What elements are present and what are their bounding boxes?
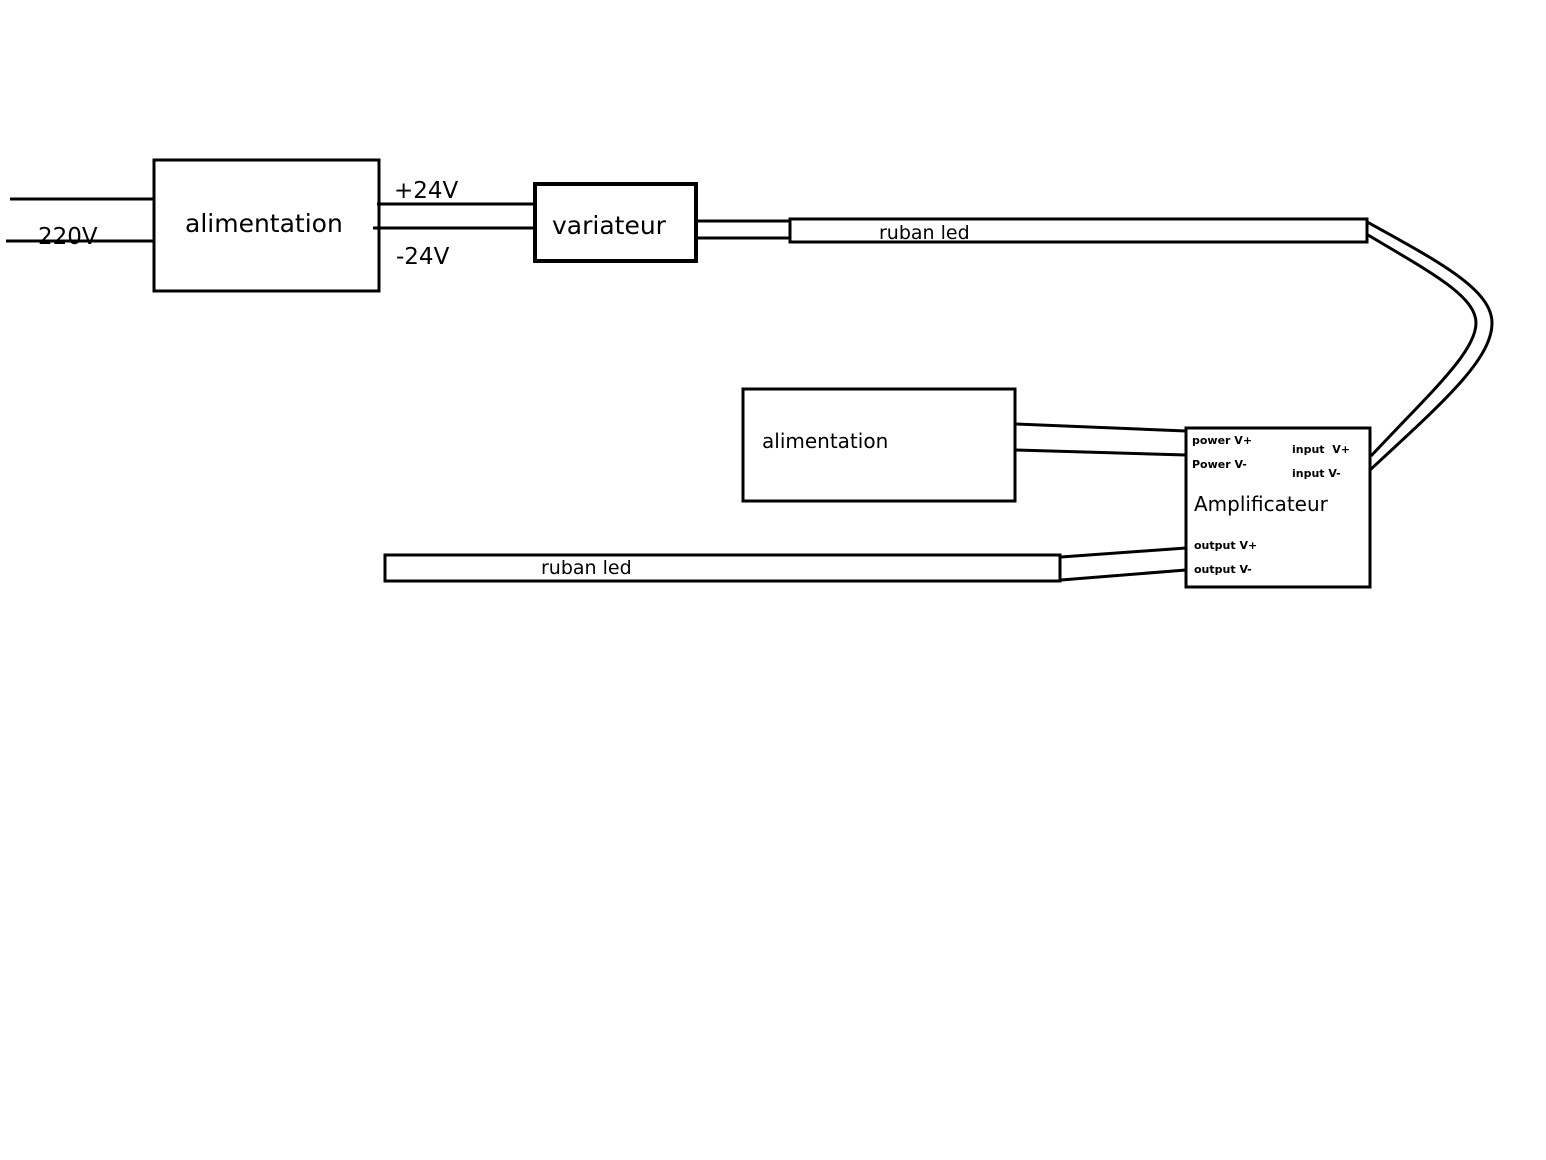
amplifier-output-minus: output V-	[1194, 563, 1252, 576]
led-strip-2-label: ruban led	[541, 557, 632, 579]
psu-1-plus-label: +24V	[394, 178, 459, 204]
curve-wire-outer	[1366, 220, 1494, 472]
psu-1-box	[152, 158, 381, 293]
amplifier-label: Amplificateur	[1194, 492, 1329, 516]
psu-1-output-wires	[373, 202, 534, 230]
psu-1-minus-label: -24V	[396, 244, 450, 270]
amplifier-power-plus: power V+	[1192, 434, 1252, 447]
amplifier-power-minus: Power V-	[1192, 458, 1247, 471]
amplifier-box	[1184, 426, 1372, 589]
dimmer-output-wires	[696, 219, 791, 240]
psu-2-wire-minus	[1014, 448, 1187, 457]
amp-wire-minus	[1060, 568, 1187, 582]
amplifier-input-minus: input V-	[1292, 467, 1341, 480]
amplifier-output-plus: output V+	[1194, 539, 1257, 552]
led-strip-1-label: ruban led	[879, 222, 970, 244]
mains-wires	[6, 197, 155, 243]
psu-2-box	[741, 387, 1017, 503]
amplifier-input-plus: input V+	[1292, 443, 1350, 456]
psu-1-label: alimentation	[185, 209, 343, 238]
dimmer-label: variateur	[552, 211, 667, 240]
led-strip-1	[788, 217, 1369, 244]
curve-wire-inner	[1367, 233, 1478, 458]
dimmer-box	[533, 182, 698, 263]
psu-2-output-wires	[1014, 422, 1187, 457]
amp-wire-plus	[1060, 546, 1187, 559]
mains-voltage-label: 220V	[38, 224, 98, 250]
amplifier-output-wires	[1060, 546, 1187, 582]
strip-to-amplifier-wires	[1366, 220, 1494, 472]
led-strip-2	[383, 553, 1062, 583]
psu-2-label: alimentation	[762, 429, 888, 453]
psu-2-wire-plus	[1014, 422, 1187, 433]
